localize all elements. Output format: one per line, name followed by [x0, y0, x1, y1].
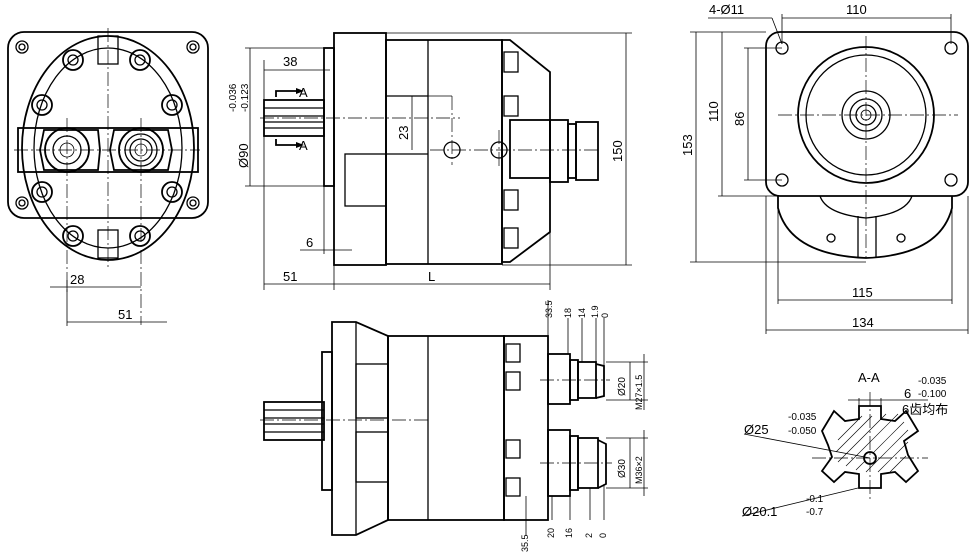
flange-holes-label: 4-Ø11	[709, 2, 744, 17]
front-bolts	[31, 49, 183, 247]
side-dia-90: Ø90	[236, 143, 251, 168]
bottom-dia-20: Ø20	[617, 377, 628, 396]
section-title: A-A	[858, 370, 880, 385]
bottom-dim-35-5: 35.5	[520, 534, 530, 552]
side-tol-lower: -0.123	[240, 83, 251, 112]
section-dia-20-1-tol-upper: -0.1	[806, 494, 824, 505]
front-dim-51: 51	[118, 307, 132, 322]
side-dim-51: 51	[283, 269, 297, 284]
section-key-tol-lower: -0.100	[918, 389, 947, 400]
section-key-width: 6	[904, 386, 911, 401]
bottom-dim-20: 20	[546, 528, 556, 538]
bottom-dim-16: 16	[564, 528, 574, 538]
section-mark-a-top: A	[299, 85, 308, 100]
bottom-dim-1-9: 1.9	[590, 305, 600, 318]
bottom-dim-0-bot: 0	[598, 533, 608, 538]
side-dim-6: 6	[306, 235, 313, 250]
section-view: A-A 6 -0.035 -0.100 6齿均布 Ø25 -0.035 -0.0…	[741, 370, 948, 519]
flange-dim-134: 134	[852, 315, 874, 330]
flange-view: 4-Ø11 110 153 110 86 115 134	[680, 2, 969, 334]
section-dia-25-tol-upper: -0.035	[788, 412, 817, 423]
front-dim-28: 28	[70, 272, 84, 287]
bottom-dim-14: 14	[577, 308, 587, 318]
flange-dim-110-left: 110	[706, 101, 721, 122]
flange-dim-153: 153	[680, 134, 695, 156]
section-dia-25: Ø25	[744, 422, 769, 437]
bottom-thread-m36: M36×2	[634, 456, 644, 484]
section-hatching	[835, 413, 909, 473]
flange-corner-holes	[775, 41, 958, 187]
section-dia-20-1: Ø20.1	[742, 504, 777, 519]
bottom-view: 33.5 18 14 1.9 0 35.5 20 16 2 0 Ø20 M27×…	[260, 300, 648, 552]
bottom-dim-18: 18	[563, 308, 573, 318]
flange-dim-110-top: 110	[846, 2, 867, 17]
section-mark-a-bottom: A	[299, 138, 308, 153]
side-dim-150: 150	[610, 140, 625, 162]
side-dim-L: L	[428, 269, 435, 284]
flange-dim-115: 115	[852, 285, 873, 300]
side-tol-upper: -0.036	[228, 83, 239, 112]
bottom-dim-33-5: 33.5	[544, 300, 554, 318]
front-view: 28 51	[7, 28, 209, 326]
section-key-tol-upper: -0.035	[918, 376, 947, 387]
flange-dim-86: 86	[732, 112, 747, 126]
section-dia-25-tol-lower: -0.050	[788, 426, 817, 437]
bottom-dia-30: Ø30	[617, 459, 628, 478]
front-corner-holes	[15, 40, 200, 210]
bottom-thread-m27: M27×1.5	[634, 375, 644, 410]
side-view: 38 -0.036 -0.123 Ø90 A A 23 6 51 L	[228, 32, 632, 290]
section-dia-20-1-tol-lower: -0.7	[806, 507, 824, 518]
side-dim-23: 23	[396, 126, 411, 140]
bottom-dim-2: 2	[584, 533, 594, 538]
section-spline-note: 6齿均布	[902, 402, 948, 417]
side-dim-38: 38	[283, 54, 297, 69]
bottom-dim-0-top: 0	[600, 313, 610, 318]
